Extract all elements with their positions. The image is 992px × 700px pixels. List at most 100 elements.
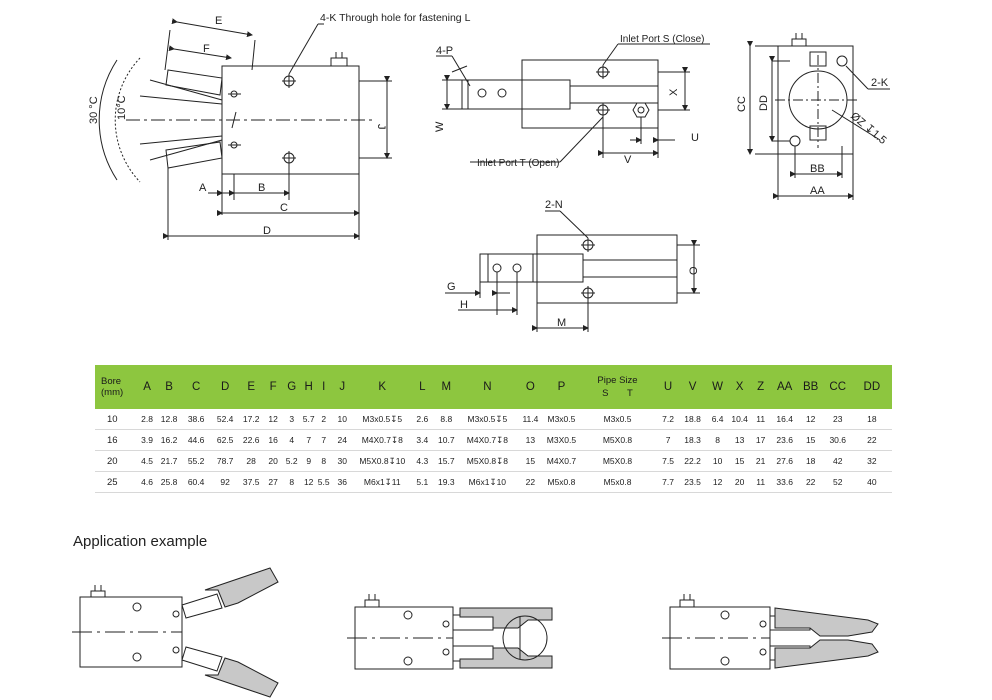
table-cell: 2.8 bbox=[137, 409, 158, 430]
table-cell: 22.2 bbox=[679, 450, 706, 472]
col-header: AA bbox=[771, 365, 798, 409]
table-cell: 18 bbox=[851, 409, 892, 430]
dimension-spec-table: Bore(mm) A B C D E F G H I J K L M N O P… bbox=[95, 365, 892, 493]
table-cell: 22.6 bbox=[239, 429, 264, 451]
col-header: V bbox=[679, 365, 706, 409]
col-header: W bbox=[705, 365, 730, 409]
table-cell: 6.4 bbox=[705, 409, 730, 430]
table-cell: 11 bbox=[749, 409, 772, 430]
application-example-1 bbox=[72, 567, 279, 698]
dim-v-label: V bbox=[624, 154, 632, 166]
dim-e-label: E bbox=[215, 15, 222, 27]
table-cell: 7.7 bbox=[656, 471, 680, 493]
table-cell: M3x0.5 bbox=[544, 409, 579, 430]
table-cell: 44.6 bbox=[181, 429, 212, 451]
pipe-size-cell: M5X0.8 bbox=[578, 450, 657, 472]
application-example-3 bbox=[662, 594, 879, 670]
inlet-t-label: Inlet Port T (Open) bbox=[477, 158, 559, 169]
table-cell: M4X0.7↧8 bbox=[458, 429, 517, 451]
table-cell: 3 bbox=[283, 409, 301, 430]
through-hole-label: 4-K Through hole for fastening L bbox=[320, 12, 471, 24]
col-header: B bbox=[157, 365, 182, 409]
table-cell: 32 bbox=[851, 450, 892, 472]
col-header: P bbox=[544, 365, 579, 409]
table-cell: M3x0.5↧5 bbox=[458, 409, 517, 430]
table-cell: 4.5 bbox=[137, 450, 158, 472]
table-cell: 17 bbox=[749, 429, 772, 451]
dim-o-label: O bbox=[688, 266, 700, 275]
dim-g-label: G bbox=[447, 281, 456, 293]
col-header: Z bbox=[749, 365, 772, 409]
pipe-size-cell: M3x0.5 bbox=[578, 409, 657, 430]
col-header: N bbox=[458, 365, 517, 409]
table-cell: 7 bbox=[300, 429, 318, 451]
table-cell: 12.8 bbox=[157, 409, 182, 430]
dim-b-label: B bbox=[258, 182, 265, 194]
table-cell: 18.8 bbox=[679, 409, 706, 430]
table-cell: 11 bbox=[749, 471, 772, 493]
table-cell: M4X0.7 bbox=[544, 450, 579, 472]
table-cell: 11.4 bbox=[516, 409, 545, 430]
table-cell: 3.9 bbox=[137, 429, 158, 451]
col-header: G bbox=[283, 365, 301, 409]
dim-u-label: U bbox=[691, 132, 699, 144]
table-cell: 42 bbox=[823, 450, 852, 472]
table-cell: 15 bbox=[516, 450, 545, 472]
table-cell: 92 bbox=[211, 471, 240, 493]
angle-inner-label: 10°C bbox=[116, 95, 128, 120]
table-cell: 7 bbox=[656, 429, 680, 451]
table-cell: 4.3 bbox=[410, 450, 435, 472]
bore-cell: 16 bbox=[95, 429, 138, 451]
dim-cc-label: CC bbox=[736, 96, 748, 112]
dim-x-label: X bbox=[668, 88, 680, 96]
table-cell: 12 bbox=[797, 409, 824, 430]
dim-bb-label: BB bbox=[810, 163, 825, 175]
table-cell: 16.4 bbox=[771, 409, 798, 430]
table-cell: M6x1↧10 bbox=[458, 471, 517, 493]
col-header: K bbox=[354, 365, 411, 409]
table-cell: 8.8 bbox=[434, 409, 459, 430]
inlet-s-label: Inlet Port S (Close) bbox=[620, 34, 704, 45]
col-header: U bbox=[656, 365, 680, 409]
table-cell: M4X0.7↧8 bbox=[354, 429, 411, 451]
table-cell: 7 bbox=[317, 429, 331, 451]
table-cell: 24 bbox=[330, 429, 355, 451]
dim-4p-label: 4-P bbox=[436, 45, 453, 57]
table-cell: 10.7 bbox=[434, 429, 459, 451]
col-header: BB bbox=[797, 365, 824, 409]
application-example-2 bbox=[347, 594, 553, 670]
dim-j-label: J bbox=[375, 124, 387, 130]
table-cell: 5.1 bbox=[410, 471, 435, 493]
table-cell: 18.3 bbox=[679, 429, 706, 451]
table-cell: 3.4 bbox=[410, 429, 435, 451]
table-cell: 62.5 bbox=[211, 429, 240, 451]
table-cell: 7.2 bbox=[656, 409, 680, 430]
table-cell: 25.8 bbox=[157, 471, 182, 493]
table-cell: 40 bbox=[851, 471, 892, 493]
table-cell: 5.5 bbox=[317, 471, 331, 493]
dim-aa-label: AA bbox=[810, 185, 825, 197]
table-cell: 15.7 bbox=[434, 450, 459, 472]
table-cell: 22 bbox=[516, 471, 545, 493]
table-cell: 22 bbox=[797, 471, 824, 493]
table-cell: 5.7 bbox=[300, 409, 318, 430]
table-cell: 9 bbox=[300, 450, 318, 472]
table-cell: 28 bbox=[239, 450, 264, 472]
table-header-row: Bore(mm) A B C D E F G H I J K L M N O P… bbox=[95, 365, 892, 409]
table-cell: 5.2 bbox=[283, 450, 301, 472]
dim-z-label: ØZ ↧1.5 bbox=[848, 110, 889, 147]
table-cell: 16.2 bbox=[157, 429, 182, 451]
table-cell: 36 bbox=[330, 471, 355, 493]
table-cell: 12 bbox=[705, 471, 730, 493]
table-cell: 2.6 bbox=[410, 409, 435, 430]
bore-header: Bore(mm) bbox=[95, 365, 138, 409]
table-cell: 21 bbox=[749, 450, 772, 472]
table-cell: 27 bbox=[263, 471, 284, 493]
table-cell: M3x0.5↧5 bbox=[354, 409, 411, 430]
col-header: L bbox=[410, 365, 435, 409]
table-cell: 52.4 bbox=[211, 409, 240, 430]
table-cell: 15 bbox=[729, 450, 750, 472]
